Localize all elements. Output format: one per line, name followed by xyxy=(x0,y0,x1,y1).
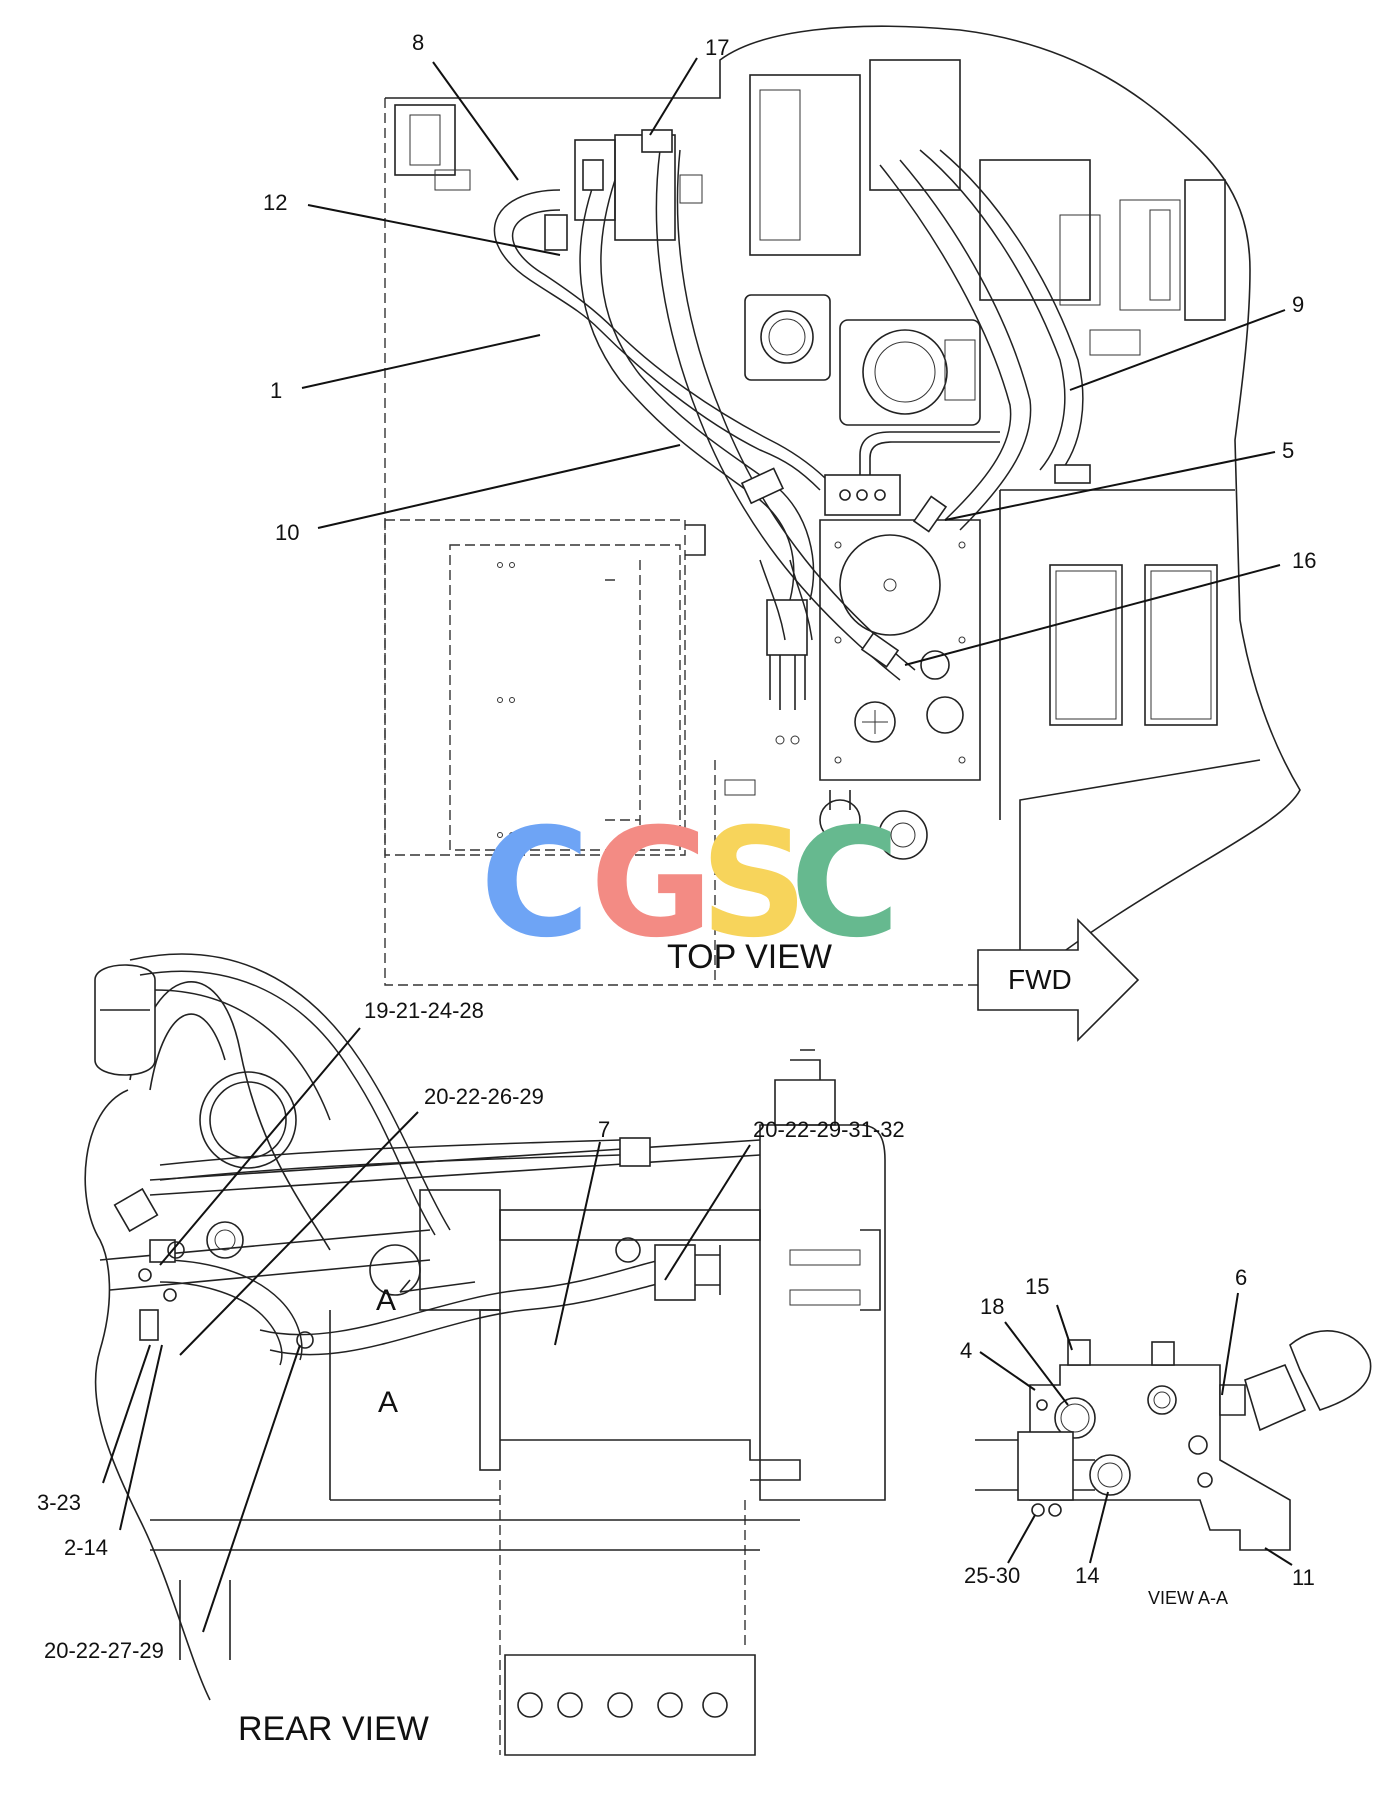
callout-5: 5 xyxy=(1282,438,1294,463)
callout-2-14: 2-14 xyxy=(64,1535,108,1560)
callout-20-22-26-29: 20-22-26-29 xyxy=(424,1084,544,1109)
callout-1: 1 xyxy=(270,378,282,403)
callout-20-22-27-29: 20-22-27-29 xyxy=(44,1638,164,1663)
view-aa-title: VIEW A-A xyxy=(1148,1588,1228,1608)
callout-11: 11 xyxy=(1292,1565,1315,1590)
top-view-title: TOP VIEW xyxy=(667,938,832,976)
callout-25-30: 25-30 xyxy=(964,1563,1020,1588)
fwd-arrow-icon xyxy=(977,918,1140,1042)
fwd-label: FWD xyxy=(1008,964,1072,995)
callout-6: 6 xyxy=(1235,1265,1247,1290)
top-view-leaders xyxy=(301,57,1286,666)
callout-16: 16 xyxy=(1292,548,1316,573)
callout-8: 8 xyxy=(412,30,424,55)
section-marker-upper: A xyxy=(376,1284,396,1317)
watermark-letter-c2: C xyxy=(790,797,900,971)
callout-17: 17 xyxy=(705,35,729,60)
callout-labels: 8 17 12 1 9 5 10 16 19-21-24-28 20-22-26… xyxy=(37,30,1316,1663)
callout-4: 4 xyxy=(960,1338,972,1363)
callout-9: 9 xyxy=(1292,292,1304,317)
callout-7: 7 xyxy=(598,1117,610,1142)
watermark: C G S C xyxy=(480,797,900,971)
callout-19-21-24-28: 19-21-24-28 xyxy=(364,998,484,1023)
view-aa-leaders xyxy=(979,1292,1293,1566)
view-aa-drawing xyxy=(975,1330,1372,1551)
watermark-letter-g: G xyxy=(590,797,713,971)
watermark-letter-s: S xyxy=(700,797,808,971)
callout-14: 14 xyxy=(1075,1563,1099,1588)
fwd-direction-arrow: FWD xyxy=(977,918,1140,1042)
callout-10: 10 xyxy=(275,520,299,545)
callout-20-22-29-31-32: 20-22-29-31-32 xyxy=(753,1117,905,1142)
rear-view-drawing xyxy=(84,953,886,1756)
callout-15: 15 xyxy=(1025,1274,1049,1299)
rear-view-title: REAR VIEW xyxy=(238,1710,429,1748)
watermark-letter-c1: C xyxy=(480,797,590,971)
section-marker-lower: A xyxy=(378,1386,398,1419)
rear-view-leaders xyxy=(102,1027,751,1633)
callout-3-23: 3-23 xyxy=(37,1490,81,1515)
callout-18: 18 xyxy=(980,1294,1004,1319)
callout-12: 12 xyxy=(263,190,287,215)
top-view-drawing xyxy=(384,25,1301,986)
